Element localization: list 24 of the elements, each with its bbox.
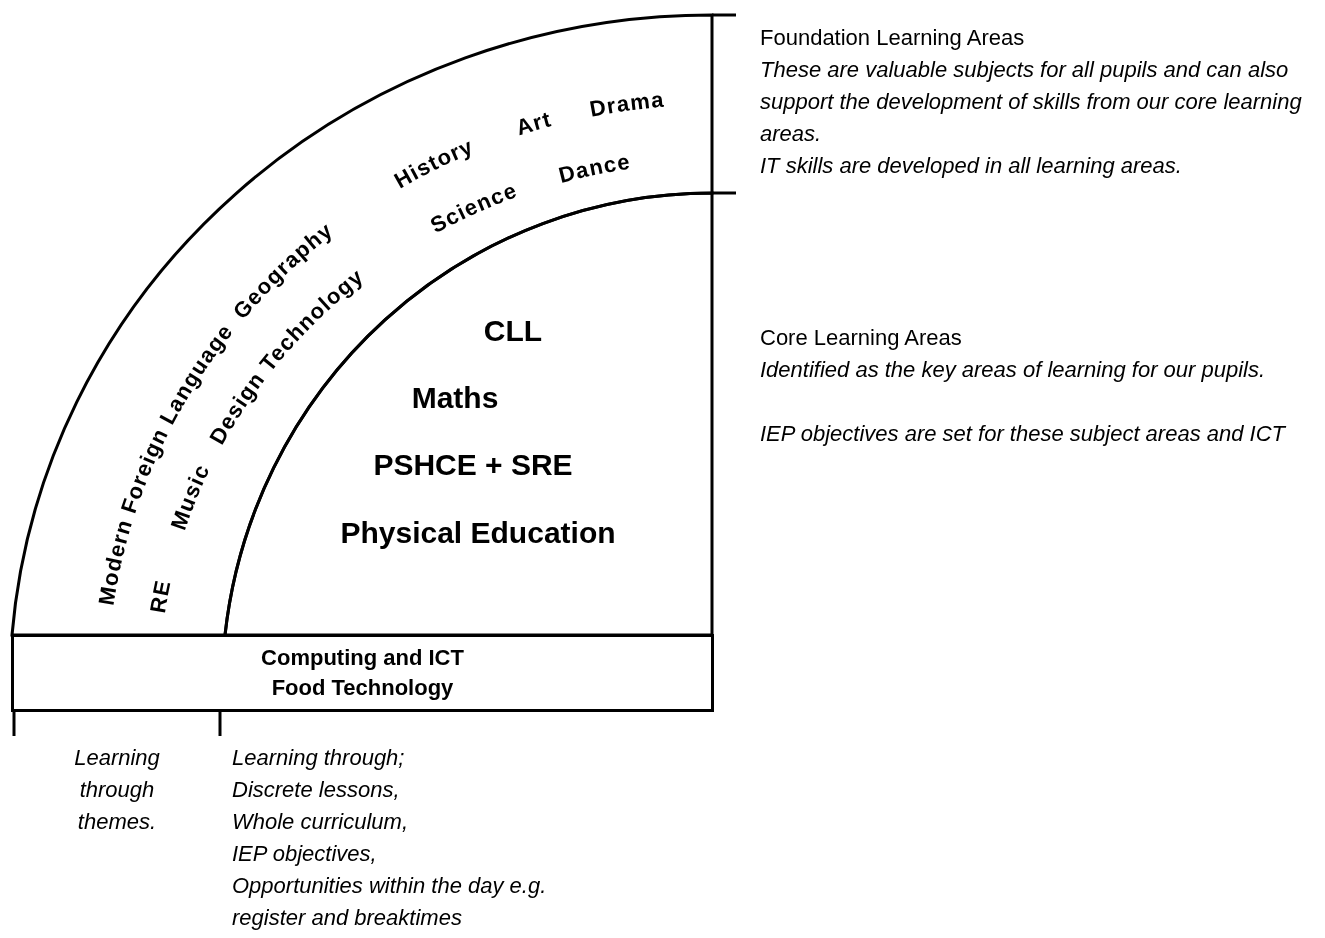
foundation-arc-band [10,13,714,637]
core-subject-label: Physical Education [340,515,616,551]
subject-label: RE [145,577,176,615]
core-subject-label: PSHCE + SRE [373,447,573,483]
approach-note: Learning through themes. [73,744,161,836]
subject-label: Drama [587,86,666,122]
band-subject-label: Computing and ICT [261,644,464,672]
core-subject-label: CLL [483,313,543,349]
area-description: Identified as the key areas of learning for our pupils. [760,356,1267,384]
subject-label: Dance [556,148,633,188]
area-description: These are valuable subjects for all pupils and can also support the development of skills from our core learning areas. [760,56,1303,148]
approach-note: Opportunities within the day e.g. register and breaktimes [232,872,548,932]
area-heading: Foundation Learning Areas [760,24,1026,52]
bottom-band [11,634,714,712]
area-heading: Core Learning Areas [760,324,963,352]
band-subject-label: Food Technology [271,674,454,702]
core-subject-label: Maths [411,380,499,416]
approach-note: IEP objectives, [232,840,378,868]
area-description: IT skills are developed in all learning areas. [760,152,1183,180]
approach-note: Learning through; [232,744,406,772]
approach-note: Discrete lessons, [232,776,401,804]
area-description: IEP objectives are set for these subject areas and ICT [760,420,1287,448]
approach-note: Whole curriculum, [232,808,410,836]
subject-label: Art [513,106,555,141]
